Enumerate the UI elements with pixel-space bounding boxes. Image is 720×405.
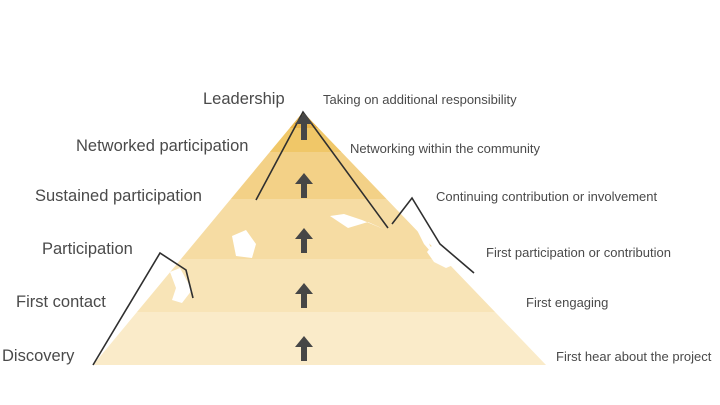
stage-label-first-contact: First contact [16, 293, 106, 311]
arrow-column [295, 113, 313, 361]
up-arrow-icon [295, 228, 313, 253]
up-arrow-icon [295, 173, 313, 198]
stage-description-discovery: First hear about the project [556, 349, 712, 364]
up-arrow-icon [295, 113, 313, 140]
mountain-outline-summit [255, 110, 389, 229]
mountain-outline-left [92, 251, 194, 366]
stage-description-first-contact: First engaging [526, 295, 609, 310]
up-arrow-icon [295, 336, 313, 361]
stage-label-participation: Participation [42, 240, 133, 258]
stage-description-sustained-participation: Continuing contribution or involvement [436, 189, 658, 204]
stage-label-sustained-participation: Sustained participation [35, 187, 202, 205]
up-arrow-icon [295, 283, 313, 308]
stage-label-leadership: Leadership [203, 90, 285, 108]
stage-description-networked-participation: Networking within the community [350, 141, 541, 156]
snow-patch [404, 204, 444, 262]
band-first-contact [93, 259, 546, 312]
stage-description-participation: First participation or contribution [486, 245, 671, 260]
band-discovery [93, 312, 546, 365]
snow-patch [170, 268, 192, 303]
snow-patch [232, 230, 256, 258]
stage-label-discovery: Discovery [2, 347, 75, 365]
stage-description-leadership: Taking on additional responsibility [323, 92, 517, 107]
snow-patch [330, 214, 386, 230]
stage-label-networked-participation: Networked participation [76, 137, 249, 155]
mountain-outline-right [391, 196, 475, 274]
